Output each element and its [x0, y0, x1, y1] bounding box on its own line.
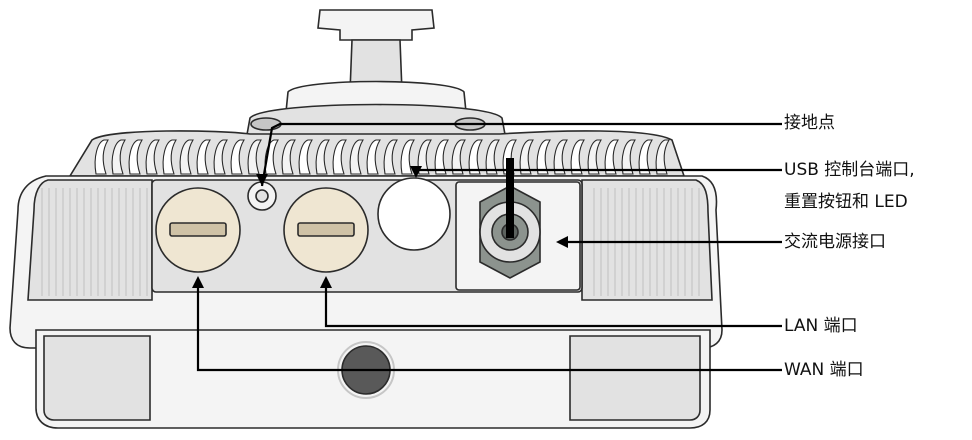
tray-right-block [569, 335, 701, 421]
label-ground-point: 接地点 [784, 113, 835, 133]
cooling-fin [179, 139, 194, 175]
mount-cap [317, 9, 435, 41]
cooling-fin [145, 139, 160, 175]
tray-left-block [43, 335, 151, 421]
cooling-fins [94, 139, 670, 175]
wan-leader [192, 276, 782, 372]
ground-leader [256, 122, 782, 187]
ground-point-hole [255, 189, 269, 203]
cooling-fin [604, 139, 619, 175]
power-leader [556, 236, 782, 248]
cooling-fin [383, 139, 398, 175]
cooling-fin [349, 139, 364, 175]
cooling-fin [451, 139, 466, 175]
cooling-fin [536, 139, 551, 175]
cooling-fin [213, 139, 228, 175]
label-wan-port: WAN 端口 [784, 360, 864, 380]
cooling-fin [638, 139, 653, 175]
callout-leaders [192, 122, 782, 372]
cooling-fin [468, 139, 483, 175]
cooling-fin [621, 139, 636, 175]
lan-port-slot [297, 222, 355, 237]
cooling-fin [111, 139, 126, 175]
label-usb-console-line2: 重置按钮和 LED [784, 192, 908, 212]
left-screw [250, 117, 282, 131]
label-usb-console-line1: USB 控制台端口, [784, 160, 915, 180]
usb-console-cap [377, 177, 451, 251]
label-lan-port: LAN 端口 [784, 316, 858, 336]
upper-dome [245, 103, 507, 141]
usb-leader [410, 166, 782, 178]
cooling-fin [94, 139, 109, 175]
mount-flange [285, 80, 467, 113]
power-cable [506, 158, 514, 238]
cooling-fin [298, 139, 313, 175]
cooling-fin [162, 139, 177, 175]
cooling-fin [230, 139, 245, 175]
cooling-fin [553, 139, 568, 175]
ports [155, 158, 541, 399]
cooling-fin [655, 139, 670, 175]
label-ac-power: 交流电源接口 [784, 232, 886, 252]
cooling-fin [128, 139, 143, 175]
cooling-fin [315, 139, 330, 175]
cooling-fin [332, 139, 347, 175]
cooling-fin [247, 139, 262, 175]
finned-housing [68, 130, 686, 177]
cooling-fin [485, 139, 500, 175]
cooling-fin [366, 139, 381, 175]
cooling-fin [587, 139, 602, 175]
cooling-fin [400, 139, 415, 175]
cooling-fin [281, 139, 296, 175]
cooling-fin [196, 139, 211, 175]
cooling-fin [519, 139, 534, 175]
cooling-fin [417, 139, 432, 175]
wan-port-slot [169, 222, 227, 237]
cooling-fin [434, 139, 449, 175]
lan-leader [320, 276, 782, 328]
mounting-stem [245, 9, 507, 141]
left-rib-panel [27, 179, 153, 301]
cooling-fin [570, 139, 585, 175]
side-ribs [41, 188, 700, 296]
